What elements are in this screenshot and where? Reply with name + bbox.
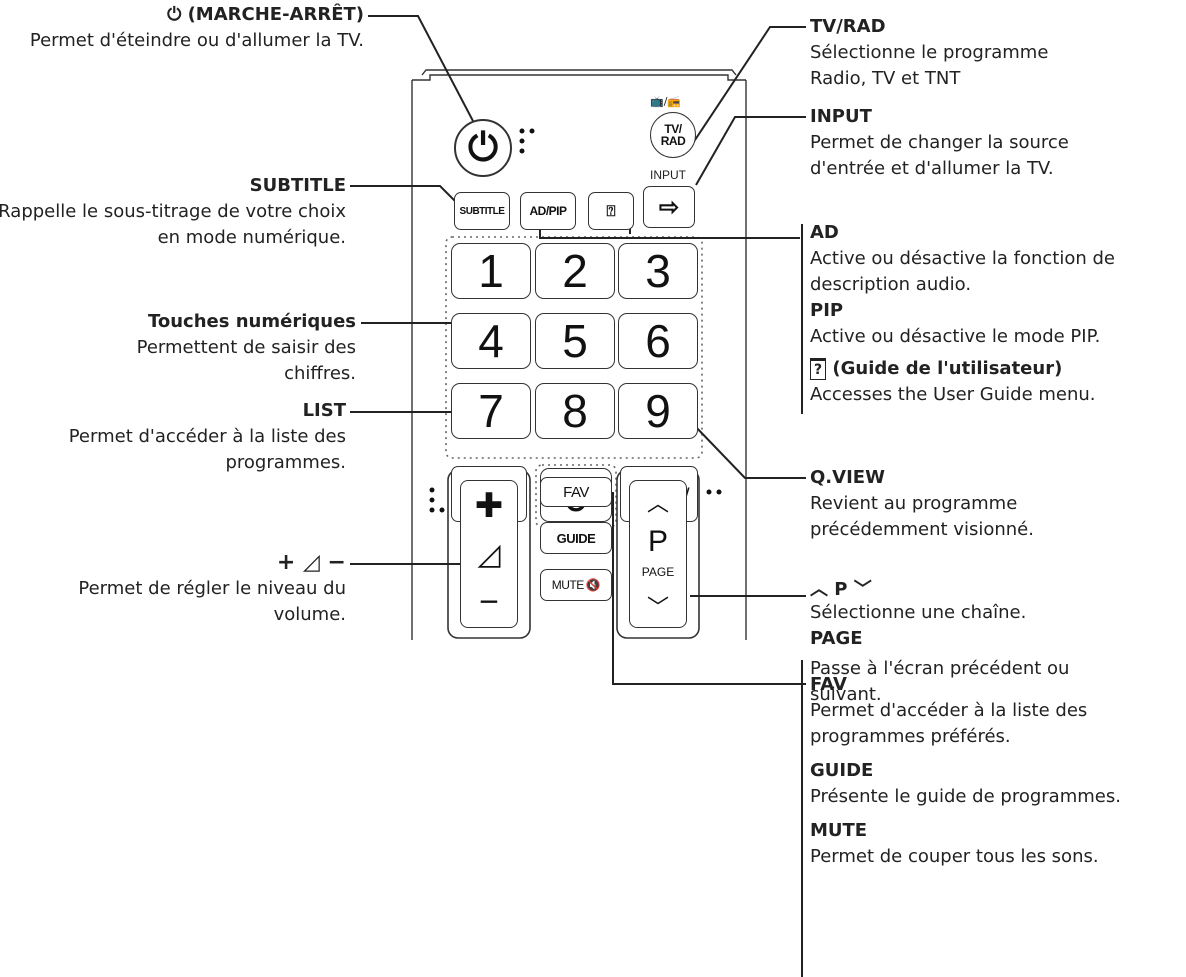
volume-plus-icon: ✚ xyxy=(474,487,504,526)
input-desc: Permet de changer la source d'entrée et … xyxy=(810,132,1069,179)
ad-callout: AD Active ou désactive la fonction de de… xyxy=(810,220,1180,408)
input-label: INPUT xyxy=(650,168,686,182)
power-desc: Permet d'éteindre ou d'allumer la TV. xyxy=(29,30,364,51)
tvrad-callout: TV/RAD Sélectionne le programme Radio, T… xyxy=(810,14,1110,92)
input-button[interactable]: ⇨ xyxy=(643,186,695,228)
fav-desc: Permet d'accéder à la liste des programm… xyxy=(810,700,1088,747)
subtitle-callout: SUBTITLE Rappelle le sous-titrage de vot… xyxy=(0,173,346,251)
numbers-desc: Permettent de saisir des chiffres. xyxy=(136,337,356,384)
fav-callout: FAV Permet d'accéder à la liste des prog… xyxy=(810,672,1180,870)
volume-rocker[interactable]: ✚ ◿ − xyxy=(460,480,518,628)
subtitle-title: SUBTITLE xyxy=(249,175,346,196)
channel-rocker[interactable]: ︿ P PAGE ﹀ xyxy=(629,480,687,628)
power-callout: ⏻ (MARCHE-ARRÊT) Permet d'éteindre ou d'… xyxy=(4,2,364,54)
qview-desc: Revient au programme précédemment vision… xyxy=(810,493,1034,540)
digit-2[interactable]: 2 xyxy=(535,243,615,299)
digit-4[interactable]: 4 xyxy=(451,313,531,369)
mute-button[interactable]: MUTE🔇 xyxy=(540,569,612,601)
zero-dotted-frame xyxy=(535,464,617,528)
remote-top-edge xyxy=(421,69,737,76)
numbers-callout: Touches numériques Permettent de saisir … xyxy=(116,309,356,387)
pip-desc: Active ou désactive le mode PIP. xyxy=(810,326,1101,347)
channel-up-icon: ︿ xyxy=(646,491,669,517)
channel-down-icon: ﹀ xyxy=(646,594,669,620)
subtitle-desc: Rappelle le sous-titrage de votre choix … xyxy=(0,201,346,248)
mute-label: MUTE xyxy=(551,578,585,592)
channel-title: ︿ P ﹀ xyxy=(810,579,872,600)
tvrad-top-icon: 📺/📻 xyxy=(650,95,682,108)
fav-button[interactable]: FAV xyxy=(540,477,612,507)
pip-title: PIP xyxy=(810,300,844,321)
digit-3[interactable]: 3 xyxy=(618,243,698,299)
channel-desc: Sélectionne une chaîne. xyxy=(810,602,1027,623)
digit-8[interactable]: 8 xyxy=(535,383,615,439)
tvrad-button[interactable]: TV/ RAD xyxy=(650,112,696,158)
subtitle-button[interactable]: SUBTITLE xyxy=(454,192,510,230)
power-button[interactable]: ⏻ xyxy=(454,119,512,177)
volume-desc: Permet de régler le niveau du volume. xyxy=(78,578,346,625)
leader-lines xyxy=(350,15,806,685)
user-guide-button[interactable]: ⍰ xyxy=(588,192,634,230)
tvrad-title: TV/RAD xyxy=(810,16,886,37)
qview-callout: Q.VIEW Revient au programme précédemment… xyxy=(810,465,1110,543)
channel-page-label: PAGE xyxy=(641,565,675,580)
volume-callout: + ◿ − Permet de régler le niveau du volu… xyxy=(6,550,346,628)
digit-7[interactable]: 7 xyxy=(451,383,531,439)
mute-desc: Permet de couper tous les sons. xyxy=(810,846,1099,867)
mute-title: MUTE xyxy=(810,820,868,841)
digit-6[interactable]: 6 xyxy=(618,313,698,369)
volume-ramp-icon: ◿ xyxy=(477,537,501,571)
guide-desc: Présente le guide de programmes. xyxy=(810,786,1121,807)
mute-speaker-icon: 🔇 xyxy=(585,578,601,592)
page-desc: Passe à l'écran précédent ou suivant. xyxy=(810,658,1070,705)
adpip-button[interactable]: AD/PIP xyxy=(520,192,576,230)
fav-title: FAV xyxy=(810,674,847,695)
ad-desc: Active ou désactive la fonction de descr… xyxy=(810,248,1115,295)
ad-title: AD xyxy=(810,222,839,243)
channel-p-label: P xyxy=(647,524,668,558)
user-guide-icon: ? xyxy=(810,358,827,380)
tvrad-desc: Sélectionne le programme Radio, TV et TN… xyxy=(810,42,1049,89)
guide-title: GUIDE xyxy=(810,760,874,781)
digit-1[interactable]: 1 xyxy=(451,243,531,299)
list-desc: Permet d'accéder à la liste des programm… xyxy=(68,426,346,473)
power-title: ⏻ (MARCHE-ARRÊT) xyxy=(167,4,364,25)
digit-5[interactable]: 5 xyxy=(535,313,615,369)
list-title: LIST xyxy=(302,400,346,421)
input-title: INPUT xyxy=(810,106,872,127)
guide-user-desc: Accesses the User Guide menu. xyxy=(810,384,1096,405)
numbers-title: Touches numériques xyxy=(147,311,356,332)
input-callout: INPUT Permet de changer la source d'entr… xyxy=(810,104,1130,182)
channel-callout: ︿ P ﹀ Sélectionne une chaîne. PAGE Passe… xyxy=(810,580,1140,708)
remote-top-rim xyxy=(412,74,746,81)
list-callout: LIST Permet d'accéder à la liste des pro… xyxy=(6,398,346,476)
page-title: PAGE xyxy=(810,628,863,649)
volume-title: + ◿ − xyxy=(276,550,346,575)
guide-user-title-row: ? (Guide de l'utilisateur) xyxy=(810,356,1180,382)
digit-9[interactable]: 9 xyxy=(618,383,698,439)
guide-user-title: (Guide de l'utilisateur) xyxy=(832,358,1063,379)
qview-title: Q.VIEW xyxy=(810,467,885,488)
guide-button[interactable]: GUIDE xyxy=(540,522,612,554)
volume-minus-icon: − xyxy=(479,582,499,621)
